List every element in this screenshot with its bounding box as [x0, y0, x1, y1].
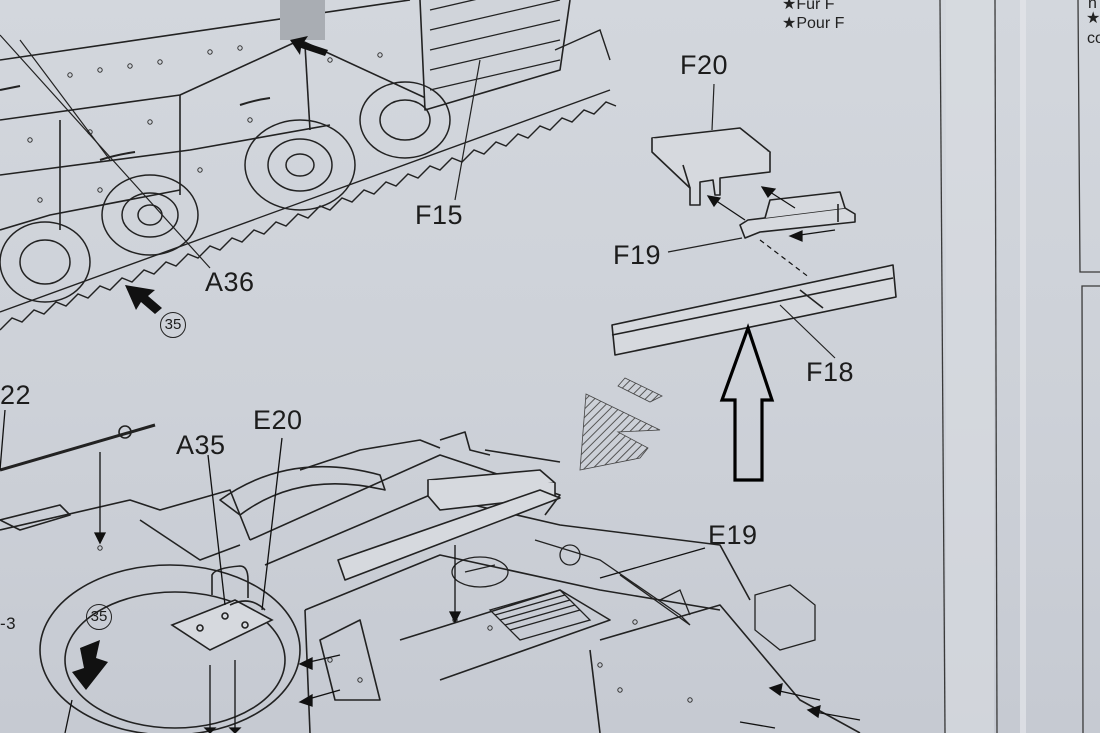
annotation-up-arrow-icon [719, 323, 775, 482]
f18-leader [779, 304, 836, 359]
part-f18 [611, 264, 897, 356]
f20-leader [711, 83, 715, 131]
arrow-f15-icon [290, 36, 328, 56]
part-f19 [739, 191, 856, 239]
label-f19: F19 [613, 240, 662, 270]
label-part-3: -3 [0, 614, 17, 633]
road-wheels [0, 81, 451, 303]
view-direction-arrow-icon [579, 377, 663, 471]
label-a36: A36 [205, 267, 255, 297]
assembly-arrows [706, 186, 836, 279]
installed-f20-box [337, 469, 561, 581]
note-fur-f: ★Fur F [782, 0, 835, 13]
label-part-22: 22 [0, 380, 32, 410]
note-right-co: co [1087, 30, 1100, 47]
label-e20: E20 [253, 405, 303, 435]
leader-lines [0, 34, 481, 269]
rivets [27, 45, 383, 203]
label-f20: F20 [680, 50, 729, 80]
part-f20 [651, 127, 771, 206]
arrow-step35-icon [72, 640, 108, 690]
deck-details [451, 539, 816, 651]
label-f15: F15 [415, 200, 464, 230]
note-right-star: ★ [1086, 10, 1100, 27]
label-e19: E19 [708, 520, 758, 550]
step-ref-35-top: 35 [160, 312, 186, 338]
assembly-arrows-bottom [0, 409, 861, 733]
f19-leader [667, 237, 743, 253]
vehicle-hull-side [0, 0, 571, 231]
note-pour-f: ★Pour F [782, 15, 845, 32]
label-a35: A35 [176, 430, 226, 460]
page-edge [939, 0, 1100, 733]
step-ref-35-bottom: 35 [86, 604, 112, 630]
vehicle-hull-top [0, 423, 861, 733]
arrow-a36-icon [125, 285, 162, 314]
track-links [0, 29, 617, 331]
label-f18: F18 [806, 357, 855, 387]
note-right-n: n [1088, 0, 1097, 12]
